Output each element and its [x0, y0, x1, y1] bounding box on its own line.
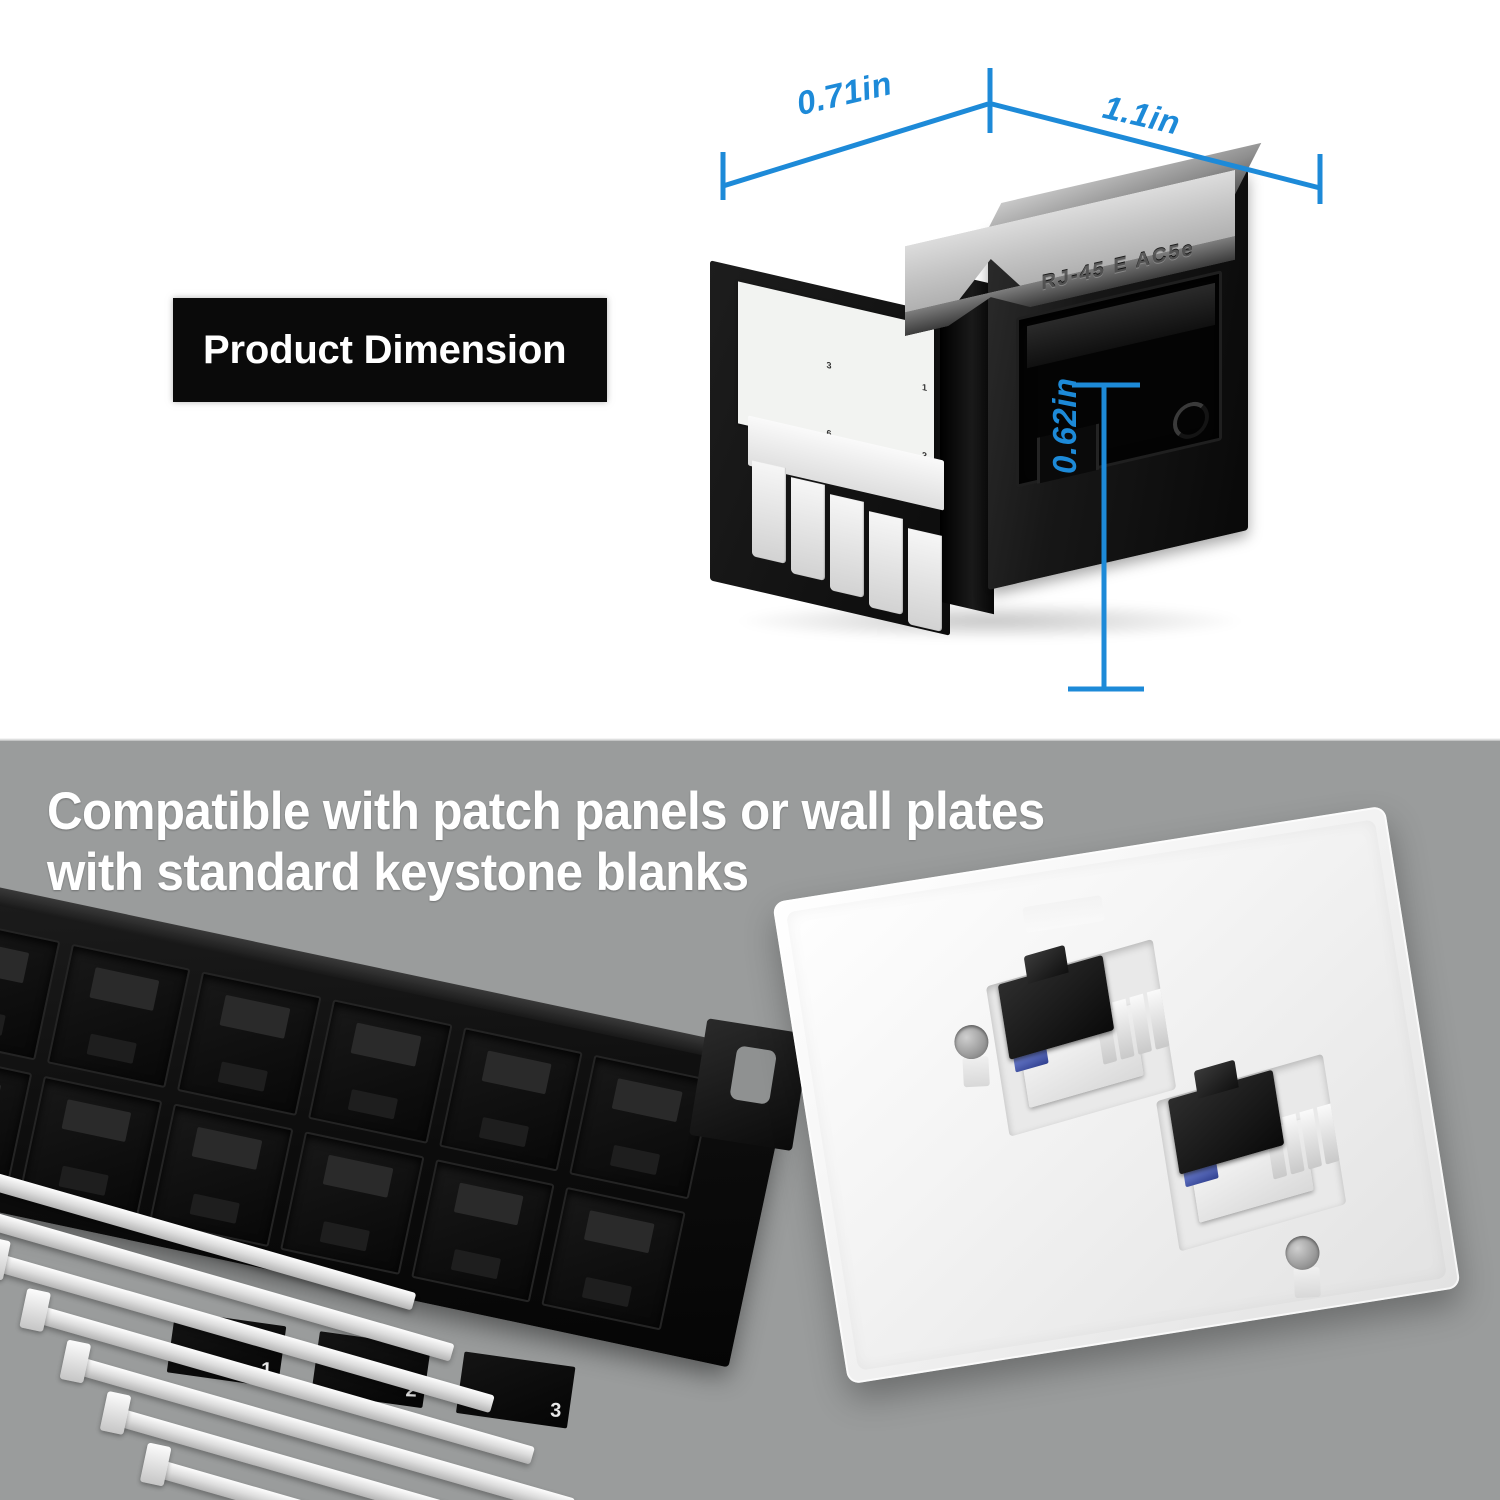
compatibility-panel: Compatible with patch panels or wall pla… [0, 741, 1500, 1500]
keystone-blank-slot [438, 1027, 584, 1172]
compatibility-headline: Compatible with patch panels or wall pla… [47, 781, 1070, 904]
dimension-value-height: 0.62in [1046, 377, 1083, 474]
rack-ear-mounting-hole [729, 1045, 778, 1105]
headline-line-1: Compatible with patch panels or wall pla… [47, 782, 1045, 841]
cable-management-bar [30, 1303, 535, 1465]
dimension-line-depth [722, 101, 989, 189]
product-dimension-badge: Product Dimension [173, 298, 607, 402]
wall-plate-face [772, 805, 1461, 1385]
product-dimension-panel: Product Dimension 3 1 6 2 [0, 0, 1500, 741]
patch-panel-rack-ear [689, 1018, 811, 1152]
dimension-annotation-layer: 0.71in 1.1in 0.62in [0, 0, 1500, 741]
keystone-jack-illustration: 3 1 6 2 [700, 142, 1340, 670]
product-dimension-label: Product Dimension [203, 327, 567, 372]
wall-plate-screw-slot-bottom [1293, 1266, 1321, 1299]
wall-plate-port-2 [1154, 1053, 1364, 1257]
wall-plate-illustration [772, 802, 1492, 1455]
keystone-blank-slot [308, 999, 453, 1144]
patch-panel-illustration: 1 2 3 [0, 873, 830, 1500]
wall-plate-screw-slot-top [962, 1056, 990, 1088]
panel-divider [0, 738, 1500, 742]
dimension-lines-svg [720, 68, 1323, 692]
keystone-blank-slot [46, 943, 191, 1088]
headline-line-2: with standard keystone blanks [47, 843, 749, 903]
keystone-blank-slot [177, 971, 322, 1116]
dimension-line-width [991, 101, 1321, 191]
